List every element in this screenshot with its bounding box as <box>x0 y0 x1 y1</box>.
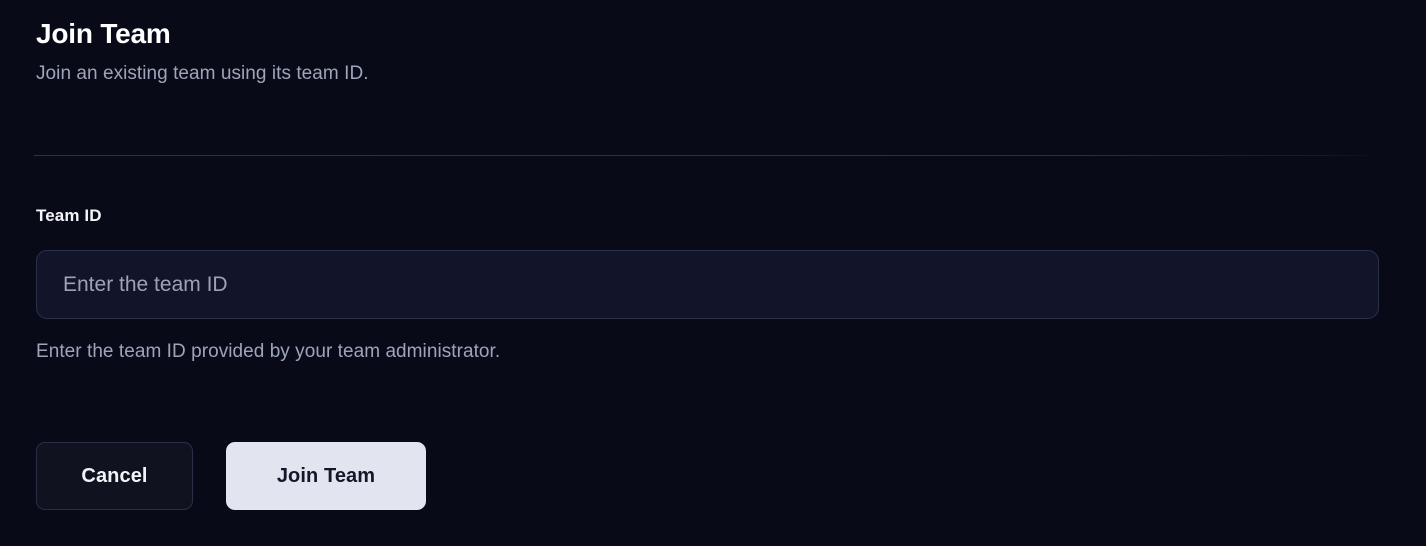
team-id-input[interactable] <box>36 250 1379 319</box>
cancel-button[interactable]: Cancel <box>36 442 193 510</box>
page-title: Join Team <box>36 18 171 49</box>
panel-header: Join Team Join an existing team using it… <box>36 16 1380 87</box>
header-divider <box>34 155 1380 156</box>
team-id-field-group: Team ID Enter the team ID provided by yo… <box>36 204 1380 365</box>
join-team-button[interactable]: Join Team <box>226 442 426 510</box>
page-subtitle: Join an existing team using its team ID. <box>36 63 369 84</box>
form-actions: Cancel Join Team <box>36 442 426 510</box>
team-id-help-text: Enter the team ID provided by your team … <box>36 341 501 362</box>
team-id-label: Team ID <box>36 206 102 225</box>
